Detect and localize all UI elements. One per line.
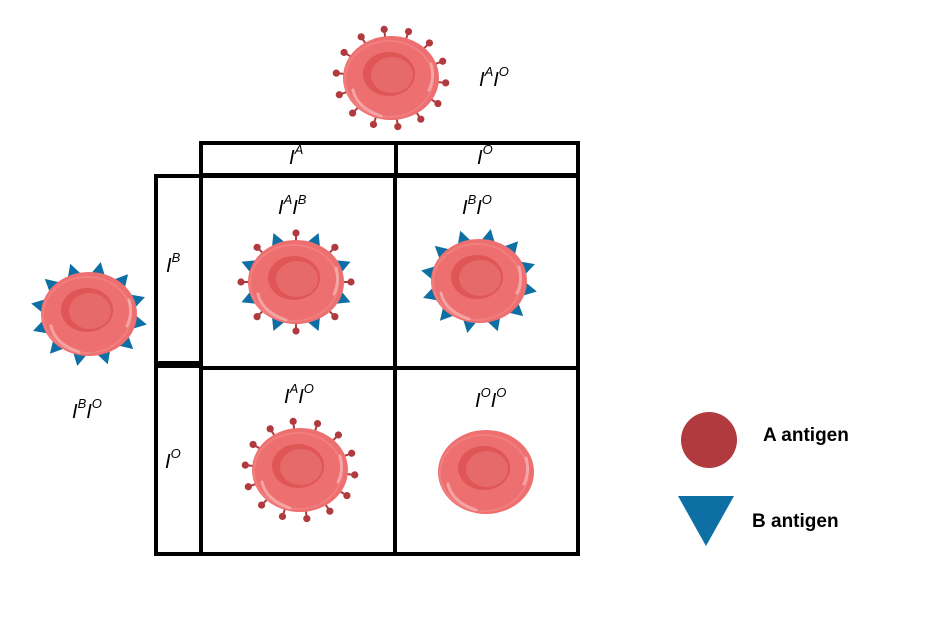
a-antigen-mark	[303, 515, 311, 523]
parent-top-genotype: IAIO	[479, 64, 509, 91]
b-antigen-legend-icon	[678, 496, 734, 546]
a-antigen-mark	[417, 115, 425, 123]
a-antigen-mark	[266, 425, 274, 433]
b-antigen-mark	[335, 290, 351, 304]
gene-letter: I	[479, 69, 485, 91]
column-header-o-label: IO	[477, 142, 493, 169]
a-antigen-mark	[348, 449, 356, 457]
a-antigen-mark	[237, 278, 245, 286]
b-antigen-mark	[241, 260, 257, 274]
b-antigen-mark	[439, 306, 454, 321]
a-antigen-mark	[332, 69, 340, 77]
b-antigen-mark	[271, 316, 285, 331]
a-antigen-mark	[369, 120, 378, 129]
offspring-ab-cell-icon	[237, 229, 355, 335]
a-antigen-mark	[244, 483, 252, 491]
b-antigen-mark	[508, 302, 524, 317]
a-antigen-mark	[347, 278, 355, 286]
b-antigen-legend-label: B antigen	[752, 511, 839, 532]
b-antigen-mark	[307, 316, 321, 331]
a-antigen-mark	[326, 507, 334, 515]
parent-top-cell-icon	[332, 25, 450, 131]
a-antigen-mark	[340, 48, 348, 57]
row-header-o-label: IO	[165, 446, 181, 473]
offspring-oo-cell-icon	[438, 430, 534, 514]
a-antigen-mark	[249, 440, 257, 449]
offspring-ao-cell-icon	[241, 417, 359, 523]
a-antigen-mark	[357, 33, 365, 41]
grid-horizontal-divider	[199, 366, 580, 370]
a-antigen-mark	[289, 417, 297, 425]
row-divider-thick	[154, 361, 203, 368]
a-antigen-mark	[241, 461, 249, 469]
parent-left-genotype: IBIO	[72, 396, 102, 423]
a-antigen-mark	[439, 57, 447, 65]
a-antigen-mark	[253, 313, 261, 321]
a-antigen-mark	[292, 327, 300, 335]
a-antigen-mark	[343, 491, 351, 500]
a-antigen-mark	[351, 471, 359, 479]
b-antigen-mark	[114, 274, 129, 289]
a-antigen-mark	[331, 243, 339, 251]
a-antigen-mark	[404, 27, 413, 36]
a-antigen-mark	[253, 243, 261, 251]
b-antigen-mark	[504, 241, 519, 256]
a-antigen-mark	[348, 109, 357, 117]
a-antigen-mark	[334, 431, 343, 439]
a-antigen-mark	[292, 229, 300, 237]
offspring-ao-genotype: IAIO	[284, 381, 314, 408]
row-header-b-label: IB	[166, 250, 181, 277]
a-antigen-mark	[380, 25, 388, 33]
b-antigen-mark	[434, 245, 450, 260]
a-antigen-mark	[335, 91, 343, 99]
a-antigen-mark	[313, 419, 322, 428]
a-antigen-legend-icon	[681, 412, 737, 468]
b-antigen-mark	[241, 290, 257, 304]
a-antigen-mark	[442, 79, 450, 87]
b-antigen-mark	[271, 233, 285, 248]
offspring-oo-genotype: IOIO	[475, 385, 507, 412]
b-antigen-mark	[307, 233, 321, 248]
column-header-a-label: IA	[289, 142, 304, 169]
b-antigen-mark	[49, 339, 64, 354]
a-antigen-mark	[278, 512, 287, 521]
a-antigen-legend-label: A antigen	[763, 425, 849, 446]
offspring-bo-cell-icon	[421, 229, 537, 333]
grid-vertical-divider	[393, 174, 397, 556]
b-antigen-mark	[44, 278, 60, 293]
b-antigen-mark	[118, 335, 134, 350]
a-antigen-mark	[394, 123, 402, 131]
a-antigen-mark	[425, 39, 434, 47]
offspring-bo-genotype: IBIO	[462, 192, 492, 219]
offspring-ab-genotype: IAIB	[278, 192, 307, 219]
a-antigen-mark	[331, 313, 339, 321]
a-antigen-mark	[434, 99, 442, 108]
parent-left-cell-icon	[31, 262, 147, 366]
b-antigen-mark	[335, 260, 351, 274]
a-antigen-mark	[257, 501, 266, 509]
punnett-grid	[199, 174, 580, 556]
